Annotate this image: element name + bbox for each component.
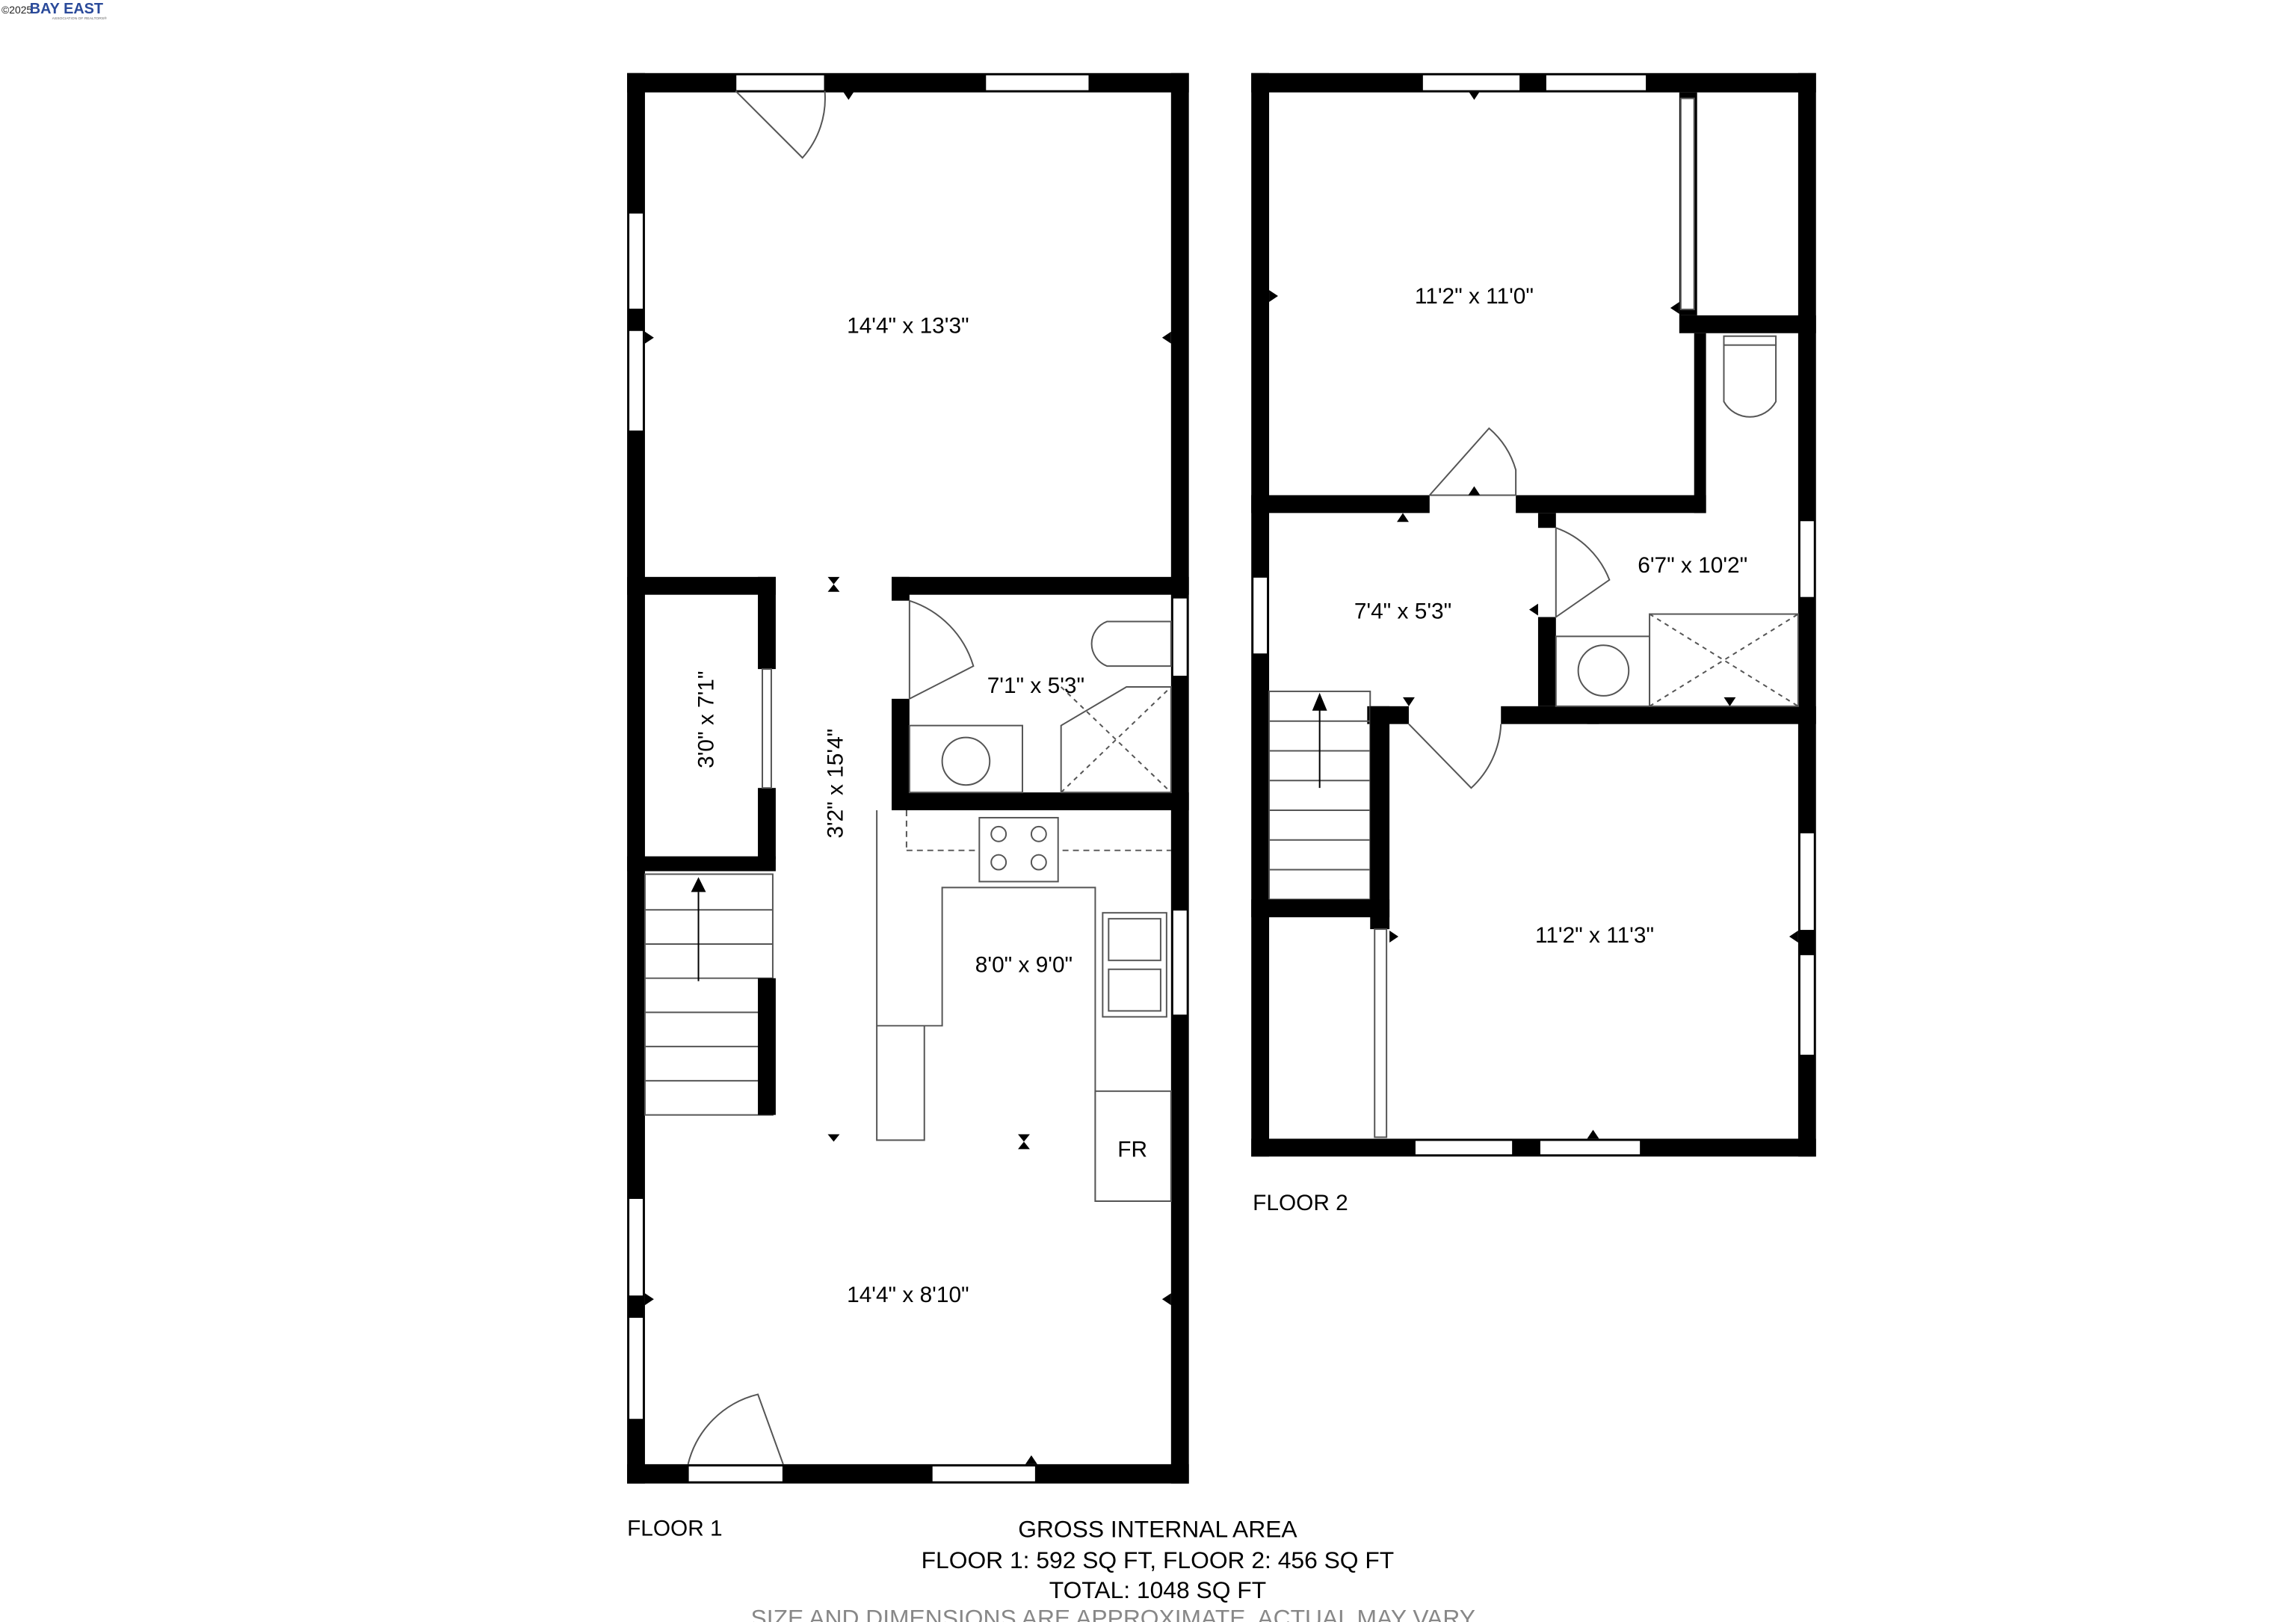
- room-label-dining: 14'4" x 8'10": [847, 1283, 969, 1307]
- floor-2-label: FLOOR 2: [1253, 1191, 1348, 1215]
- window: [628, 1197, 644, 1298]
- door-swing: [687, 1393, 784, 1465]
- room-label-living: 14'4" x 13'3": [847, 314, 969, 339]
- room-label-bathroom-2: 6'7" x 10'2": [1638, 553, 1747, 578]
- fridge: [1094, 1090, 1172, 1202]
- room-label-kitchen: 8'0" x 9'0": [975, 953, 1073, 978]
- logo-tagline: ASSOCIATION OF REALTORS®: [52, 16, 108, 21]
- toilet: [1723, 341, 1777, 418]
- stove: [978, 816, 1059, 883]
- summary-title: GROSS INTERNAL AREA: [1018, 1515, 1297, 1542]
- floor-2-plan: 11'2" x 11'0" 7'4" x 5'3" 6'7" x 10'2" 1…: [1251, 73, 1816, 1215]
- room-label-hall: 7'4" x 5'3": [1354, 599, 1451, 624]
- shower: [1060, 685, 1172, 794]
- floor-1-plan: FR 14'4" x 13'3" 3'0" x 7'1" 3'2" x 15'4…: [627, 73, 1189, 1541]
- room-label-bedroom-1: 11'2" x 11'0": [1415, 284, 1534, 309]
- sink: [1577, 644, 1630, 697]
- shower: [1649, 613, 1799, 707]
- window: [984, 73, 1090, 92]
- summary-disclaimer: SIZE AND DIMENSIONS ARE APPROXIMATE, ACT…: [751, 1605, 1475, 1622]
- floor-1-label: FLOOR 1: [627, 1516, 723, 1541]
- logo: ©2025 BAY EAST ASSOCIATION OF REALTORS®: [1, 1, 107, 21]
- summary-areas: FLOOR 1: 592 SQ FT, FLOOR 2: 456 SQ FT: [922, 1547, 1395, 1573]
- room-label-closet: 3'0" x 7'1": [694, 671, 718, 768]
- window: [931, 1464, 1037, 1483]
- door-opening: [687, 1464, 784, 1483]
- door-swing: [735, 90, 826, 159]
- window: [735, 73, 826, 92]
- summary-total: TOTAL: 1048 SQ FT: [1049, 1576, 1266, 1603]
- logo-copyright: ©2025: [1, 4, 32, 16]
- area-summary: GROSS INTERNAL AREA FLOOR 1: 592 SQ FT, …: [751, 1515, 1475, 1622]
- logo-brand: BAY EAST: [30, 1, 103, 17]
- stairs: [1268, 690, 1371, 901]
- window: [628, 1316, 644, 1421]
- room-label-bathroom: 7'1" x 5'3": [987, 673, 1084, 698]
- window: [1171, 596, 1188, 678]
- fridge-label: FR: [1117, 1137, 1147, 1162]
- sink: [941, 736, 991, 786]
- window: [1171, 909, 1188, 1017]
- room-label-bedroom-2: 11'2" x 11'3": [1535, 923, 1654, 948]
- room-label-hallway: 3'2" x 15'4": [823, 729, 848, 839]
- toilet: [1090, 620, 1172, 667]
- window: [628, 212, 644, 310]
- kitchen-fixtures: FR: [876, 810, 1172, 1202]
- stairs: [644, 873, 776, 1116]
- window: [628, 329, 644, 432]
